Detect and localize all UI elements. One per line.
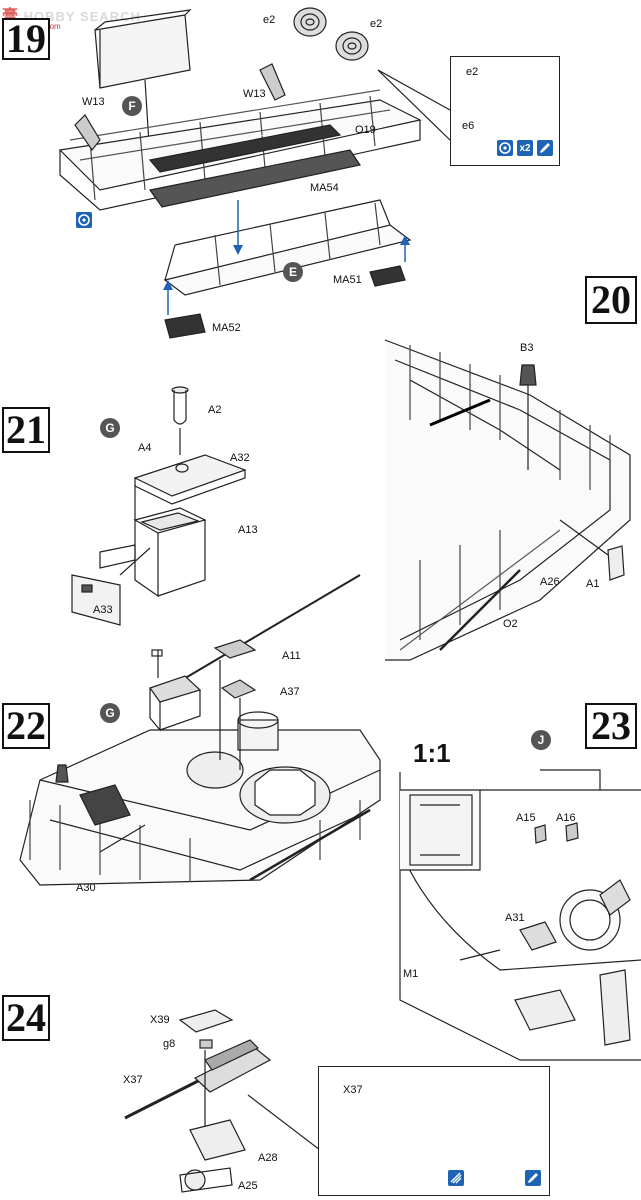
part-label-a30: A30 bbox=[76, 882, 96, 894]
step-number-21: 21 bbox=[2, 407, 50, 453]
paint-brush-icon bbox=[537, 140, 553, 156]
part-label-a26: A26 bbox=[540, 576, 560, 588]
part-label-a33: A33 bbox=[93, 604, 113, 616]
part-label-ma52: MA52 bbox=[212, 322, 241, 334]
inset-label-x37: X37 bbox=[343, 1084, 363, 1096]
part-label-e2: e2 bbox=[263, 14, 276, 26]
subassembly-badge-j: J bbox=[531, 730, 551, 750]
part-label-a13: A13 bbox=[238, 524, 258, 536]
part-label-a15: A15 bbox=[516, 812, 536, 824]
part-label-ma51: MA51 bbox=[333, 274, 362, 286]
subassembly-badge-e: E bbox=[283, 262, 303, 282]
step24-detail-inset bbox=[318, 1066, 550, 1196]
step22-drawing bbox=[19, 574, 381, 886]
step-number-20: 20 bbox=[585, 276, 637, 324]
multiply-icon: x2 bbox=[517, 140, 533, 156]
scale-indicator: 1:1 bbox=[413, 738, 451, 768]
part-label-w13: W13 bbox=[243, 88, 266, 100]
step-number-22: 22 bbox=[2, 703, 50, 749]
part-label-x39: X39 bbox=[150, 1014, 170, 1026]
part-label-a2: A2 bbox=[208, 404, 222, 416]
glue-icon bbox=[497, 140, 513, 156]
part-label-w13: W13 bbox=[82, 96, 105, 108]
step20-drawing bbox=[384, 339, 631, 661]
part-label-o19: O19 bbox=[355, 124, 376, 136]
glue-icon bbox=[76, 212, 92, 228]
part-label-a16: A16 bbox=[556, 812, 576, 824]
step-number-23: 23 bbox=[585, 703, 637, 749]
part-label-b3: B3 bbox=[520, 342, 534, 354]
part-label-o2: O2 bbox=[503, 618, 518, 630]
part-label-a25: A25 bbox=[238, 1180, 258, 1192]
inset-label-e6: e6 bbox=[462, 120, 475, 132]
paint-brush-icon bbox=[525, 1170, 541, 1186]
part-label-a32: A32 bbox=[230, 452, 250, 464]
step-number-19: 19 bbox=[2, 18, 50, 60]
part-label-a28: A28 bbox=[258, 1152, 278, 1164]
glue-icon bbox=[448, 1170, 464, 1186]
part-label-g8: g8 bbox=[163, 1038, 176, 1050]
part-label-a11: A11 bbox=[282, 650, 301, 662]
step21-drawing bbox=[71, 386, 247, 626]
part-label-x37: X37 bbox=[123, 1074, 143, 1086]
part-label-ma54: MA54 bbox=[310, 182, 339, 194]
inset-label-e2: e2 bbox=[466, 66, 479, 78]
step19-drawing bbox=[58, 7, 548, 339]
step23-drawing bbox=[399, 769, 641, 1061]
part-label-a37: A37 bbox=[280, 686, 300, 698]
subassembly-badge-g: G bbox=[100, 418, 120, 438]
part-label-m1: M1 bbox=[403, 968, 419, 980]
part-label-e2: e2 bbox=[370, 18, 383, 30]
part-label-a31: A31 bbox=[505, 912, 525, 924]
subassembly-badge-f: F bbox=[122, 96, 142, 116]
subassembly-badge-g: G bbox=[100, 703, 120, 723]
part-label-a4: A4 bbox=[138, 442, 152, 454]
part-label-a1: A1 bbox=[586, 578, 600, 590]
step-number-24: 24 bbox=[2, 995, 50, 1041]
